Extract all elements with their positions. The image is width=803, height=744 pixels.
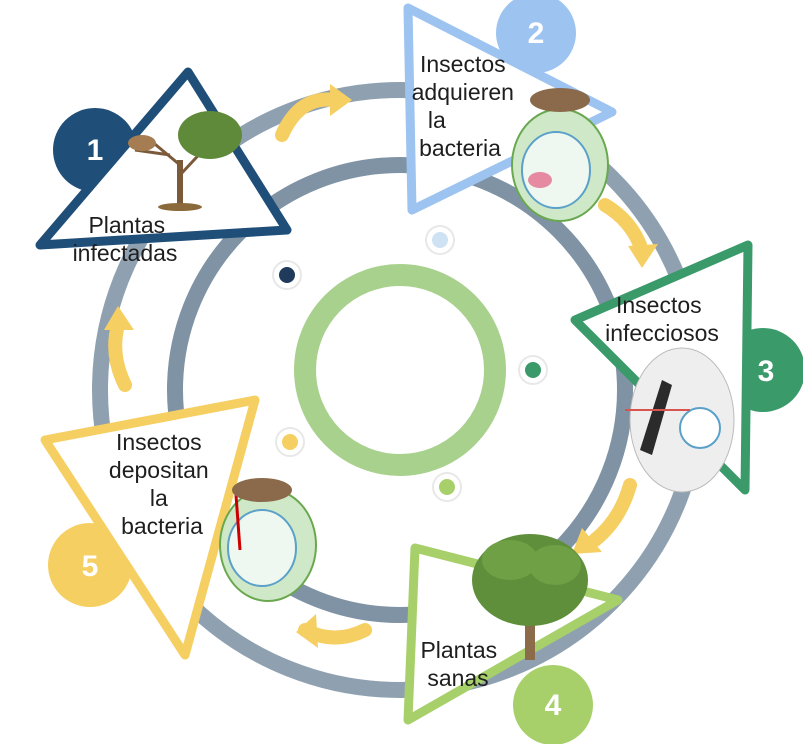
stage-1: 1 Plantas infectadas (35, 67, 292, 266)
stage-number-circle (496, 0, 576, 73)
cycle-arrowheads (104, 84, 658, 648)
stage-label-line: la (150, 485, 168, 511)
stage-number-circle (513, 665, 593, 744)
stage-number: 5 (82, 550, 99, 583)
svg-text:Plantas infectadas: Plantas infectadas (73, 212, 178, 266)
stage-number: 1 (87, 134, 104, 167)
infected-tree-icon (128, 111, 242, 211)
stage-label-line: Plantas (88, 212, 165, 238)
stage-label-line: Plantas (420, 637, 497, 663)
inner-ring (167, 157, 633, 623)
stage-3: 3 Insectos infecciosos (570, 240, 803, 495)
stage-label-line: bacteria (419, 135, 501, 161)
svg-text:Insectos adquieren: Insectos adquieren la bacteria (412, 51, 521, 161)
stage-5: 5 Insectos depositan la bacteria (40, 395, 317, 660)
stage-label-line: depositan (109, 457, 209, 483)
inner-dots (272, 225, 548, 502)
cycle-arrows (108, 92, 647, 645)
stage-2: 2 Insectos adquieren la bacteria (403, 0, 617, 222)
stage-4: 4 Plantas sanas (403, 534, 623, 744)
stage-label-line: sanas (427, 665, 488, 691)
svg-text:Plantas sanas: Plantas sanas (420, 637, 503, 691)
stage-label-line: infecciosos (605, 320, 719, 346)
stage-triangle (40, 395, 260, 660)
stage-label-line: Insectos (420, 51, 506, 77)
stage-label-line: adquieren (412, 79, 514, 105)
stage-label-line: bacteria (121, 513, 203, 539)
infectious-insect-icon (625, 347, 735, 493)
healthy-tree-icon (472, 534, 588, 660)
stage-label-line: Insectos (616, 292, 702, 318)
stage-triangle (35, 67, 292, 250)
stage-label-line: infectadas (73, 240, 178, 266)
stage-number: 2 (528, 17, 545, 50)
svg-text:Insectos infecciosos: Insectos infecciosos (605, 292, 719, 346)
center-ring (294, 264, 506, 476)
insect-depositing-bacteria-icon (219, 478, 317, 602)
stage-number: 4 (545, 689, 562, 722)
insect-acquiring-bacteria-icon (511, 88, 609, 222)
stage-label-line: Insectos (116, 429, 202, 455)
svg-text:Insectos depositan: Insectos depositan la bacteria (109, 429, 215, 539)
stage-number: 3 (758, 355, 775, 388)
stage-label-line: la (428, 107, 446, 133)
